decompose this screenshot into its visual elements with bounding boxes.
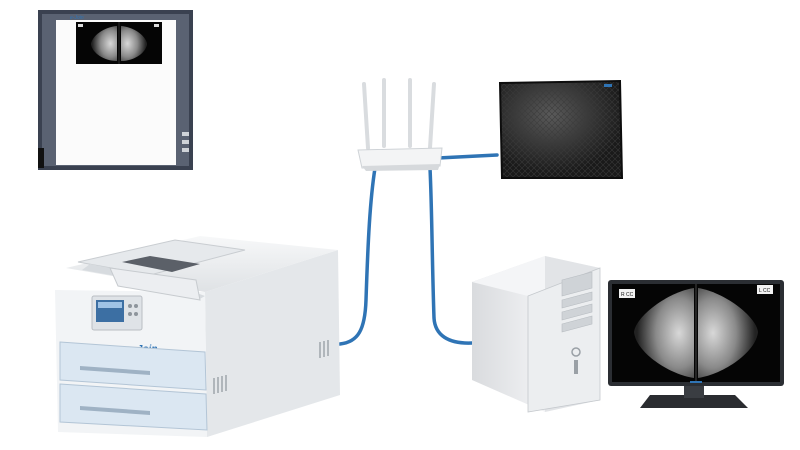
monitor: R CC L CC: [608, 280, 784, 408]
film-viewer: e-Join: [38, 10, 193, 170]
workstation-tower: [472, 256, 601, 413]
printer-vents: [213, 340, 329, 394]
router-antennas: [362, 78, 436, 150]
monitor-right-label: L CC: [759, 288, 771, 294]
tower-drive-bays: [561, 271, 593, 333]
detector-panel: [498, 79, 624, 179]
cable-router-to-panel: [436, 153, 499, 160]
cable-router-to-printer: [338, 166, 377, 346]
viewer-controls: [182, 132, 189, 152]
printer-control-panel: [91, 295, 143, 331]
cable-router-to-workstation: [428, 166, 474, 345]
network-cables: [338, 153, 499, 346]
printer-output-tray: [77, 239, 246, 301]
viewer-film: [76, 22, 162, 64]
film-printer: e-Join: [55, 236, 340, 437]
router: [357, 78, 443, 171]
printer-drawers: [59, 341, 208, 431]
tower-power-button: [571, 347, 581, 374]
monitor-mammogram: [634, 284, 758, 382]
monitor-left-label: R CC: [621, 292, 634, 298]
viewer-brand-logo: e-Join: [70, 15, 84, 21]
